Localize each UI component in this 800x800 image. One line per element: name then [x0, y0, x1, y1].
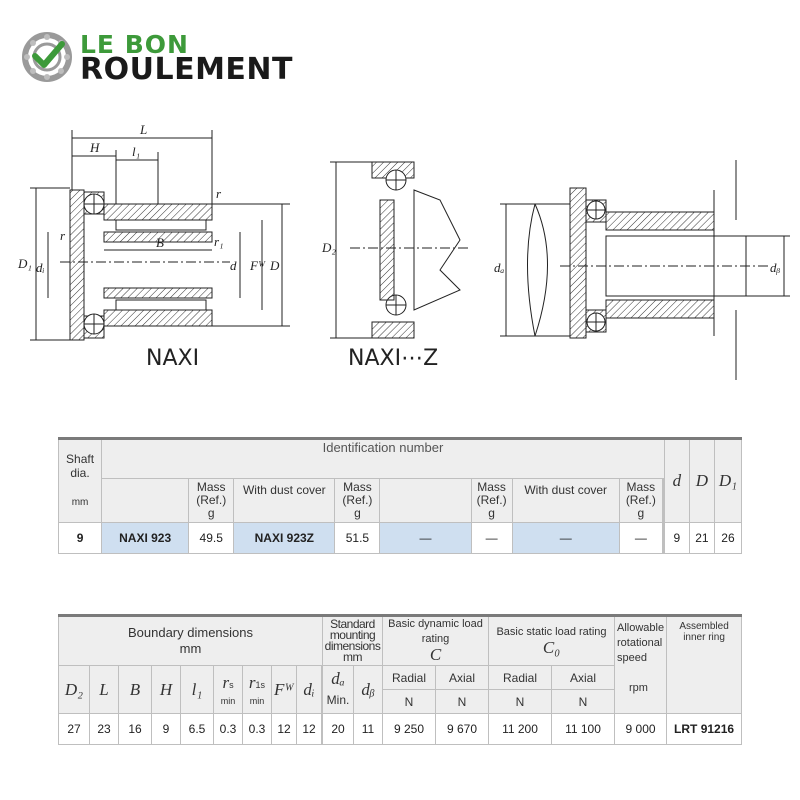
mounting-drawing — [500, 160, 790, 380]
dim-l1: l₁ — [132, 144, 140, 159]
dim-D: D — [269, 258, 280, 273]
identification-naxi-z: NAXI 923Z — [233, 522, 336, 554]
dim-di: dᵢ — [36, 260, 45, 275]
value-l1: 6.5 — [180, 713, 214, 745]
dim-Fw: Fᵂ — [249, 258, 266, 273]
value-stat-radial: 11 200 — [488, 713, 552, 745]
brand-logo: LE BON ROULEMENT — [22, 28, 302, 88]
caption-naxi: NAXI — [146, 346, 200, 371]
value-stat-axial: 11 100 — [551, 713, 615, 745]
value-r1s: 0.3 — [242, 713, 272, 745]
value-D2: 27 — [58, 713, 90, 745]
dim-D1: D₁ — [17, 256, 32, 271]
with-dust-cover-header-1: With dust cover — [233, 478, 336, 523]
mass-header-4: Mass(Ref.)g — [618, 478, 663, 523]
identification-number-header: Identification number — [101, 437, 665, 479]
value-Fw: 12 — [271, 713, 297, 745]
dim-r1: r₁ — [214, 234, 224, 249]
mass-value-3: — — [470, 522, 513, 554]
value-dyn-radial: 9 250 — [382, 713, 436, 745]
blank-header-2 — [379, 478, 472, 523]
dim-db: dᵦ — [770, 260, 781, 275]
col-D2: D₂ — [58, 665, 90, 714]
value-H: 9 — [151, 713, 181, 745]
D-header: D — [688, 437, 715, 523]
identification-4: — — [511, 522, 620, 554]
blank-header-1 — [101, 478, 190, 523]
naxi-drawing — [30, 130, 290, 341]
d-value: 9 — [663, 522, 690, 554]
col-di: dᵢ — [296, 665, 322, 714]
assembled-inner-ring-header: Assembled inner ring — [666, 614, 742, 714]
value-speed: 9 000 — [613, 713, 668, 745]
unit-N-3: N — [488, 689, 552, 714]
mass-header-2: Mass(Ref.)g — [334, 478, 381, 523]
value-da: 20 — [322, 713, 354, 745]
identification-naxi: NAXI 923 — [101, 522, 190, 554]
value-db: 11 — [353, 713, 383, 745]
dim-r-left: r — [60, 228, 66, 243]
D-value: 21 — [688, 522, 715, 554]
dim-da: dₐ — [494, 260, 505, 275]
mass-value-1: 49.5 — [188, 522, 235, 554]
logo-line-1: LE BON — [80, 30, 189, 59]
shaft-value: 9 — [57, 522, 103, 554]
value-B: 16 — [118, 713, 152, 745]
D1-header: D₁ — [713, 437, 743, 523]
unit-N-4: N — [551, 689, 615, 714]
value-dyn-axial: 9 670 — [435, 713, 489, 745]
col-db: dᵦ — [353, 665, 383, 714]
col-r1s-min: r1s min — [242, 665, 272, 714]
bearing-check-icon — [22, 32, 72, 82]
d-header: d — [663, 437, 690, 523]
col-l1: l₁ — [180, 665, 214, 714]
logo-line-2: ROULEMENT — [80, 52, 293, 87]
table-row: 9 NAXI 923 49.5 NAXI 923Z 51.5 — — — — 9… — [57, 522, 743, 554]
dim-r-top: r — [216, 186, 222, 201]
naxi-z-drawing — [330, 161, 470, 339]
identification-3: — — [379, 522, 472, 554]
caption-naxi-z: NAXI⋯Z — [348, 346, 439, 371]
dim-B: B — [156, 235, 164, 250]
value-di: 12 — [296, 713, 322, 745]
col-L: L — [89, 665, 119, 714]
col-H: H — [151, 665, 181, 714]
D1-value: 26 — [713, 522, 743, 554]
col-stat-radial: Radial — [488, 665, 552, 690]
col-Fw: Fᵂ — [271, 665, 297, 714]
bearing-drawings: L H l₁ r r r₁ B D₁ dᵢ d Fᵂ D D₂ dₐ dᵦ — [17, 122, 790, 380]
dim-D2: D₂ — [321, 240, 336, 255]
col-rs-min: rs min — [213, 665, 243, 714]
dim-d: d — [230, 258, 237, 273]
dim-L: L — [139, 122, 147, 137]
col-dyn-axial: Axial — [435, 665, 489, 690]
col-B: B — [118, 665, 152, 714]
value-rs: 0.3 — [213, 713, 243, 745]
mass-header-3: Mass(Ref.)g — [470, 478, 513, 523]
col-dyn-radial: Radial — [382, 665, 436, 690]
mass-header-1: Mass(Ref.)g — [188, 478, 235, 523]
col-stat-axial: Axial — [551, 665, 615, 690]
value-L: 23 — [89, 713, 119, 745]
table-row: 27 23 16 9 6.5 0.3 0.3 12 12 20 11 9 250… — [58, 713, 742, 745]
with-dust-cover-header-2: With dust cover — [511, 478, 620, 523]
dim-H: H — [89, 140, 100, 155]
value-inner-ring: LRT 91216 — [666, 713, 742, 745]
unit-N-2: N — [435, 689, 489, 714]
unit-N-1: N — [382, 689, 436, 714]
mass-value-2: 51.5 — [334, 522, 381, 554]
mass-value-4: — — [618, 522, 663, 554]
